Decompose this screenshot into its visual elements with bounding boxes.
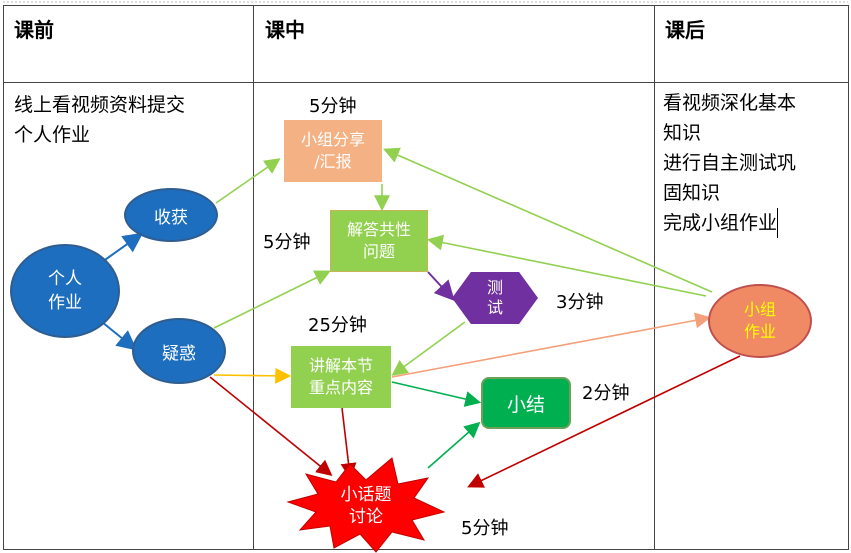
after-description: 看视频深化基本 知识 进行自主测试巩 固知识 完成小组作业 — [663, 88, 796, 238]
node-label: 小结 — [506, 393, 545, 416]
after-line: 固知识 — [663, 182, 721, 204]
table-grid — [3, 5, 849, 550]
node-label: 讨论 — [349, 507, 383, 527]
node-label: 作业 — [48, 293, 82, 313]
node-label: 测 — [486, 278, 503, 297]
arrow-personal-to-doubt — [101, 321, 138, 351]
arrow-doubt-to-discussion — [209, 376, 333, 477]
group-work-node: 小组 作业 — [708, 284, 812, 358]
header-during: 课中 — [265, 18, 305, 42]
before-line: 个人作业 — [14, 124, 91, 146]
arrow-explain-to-discussion — [340, 407, 357, 480]
summary-node: 小结 — [481, 377, 571, 429]
after-line: 看视频深化基本 — [663, 92, 797, 114]
before-line: 线上看视频资料提交 — [14, 94, 186, 116]
duration-answer: 5分钟 — [263, 232, 311, 253]
after-line: 知识 — [663, 122, 702, 144]
node-label: 小组分享 — [300, 130, 365, 149]
arrow-doubt-to-explain — [213, 367, 292, 384]
explain-key-node: 讲解本节 重点内容 — [291, 346, 391, 408]
node-label: 个人 — [48, 269, 82, 289]
arrow-groupwork-to-share — [383, 147, 713, 293]
header-after: 课后 — [665, 18, 705, 42]
arrow-harvest-to-share — [215, 158, 281, 204]
duration-explain: 25分钟 — [308, 315, 367, 336]
discussion-burst-shape — [286, 457, 446, 553]
arrow-explain-to-groupwork — [391, 312, 712, 378]
answer-common-node: 解答共性 问题 — [330, 210, 428, 272]
arrow-answer-to-test — [427, 271, 455, 301]
node-label: 问题 — [362, 242, 395, 261]
test-node: 测 试 — [452, 272, 538, 324]
arrow-discussion-to-summary — [427, 421, 481, 469]
harvest-node: 收获 — [124, 188, 218, 242]
node-label: /汇报 — [314, 152, 352, 171]
node-label: 作业 — [743, 322, 776, 341]
duration-discussion: 5分钟 — [461, 518, 509, 539]
personal-work-node: 个人 作业 — [10, 244, 120, 338]
node-label: 试 — [486, 298, 503, 317]
node-label: 疑惑 — [162, 343, 196, 364]
duration-test: 3分钟 — [556, 292, 604, 313]
arrow-personal-to-harvest — [101, 232, 144, 263]
node-label: 收获 — [154, 207, 188, 228]
node-label: 解答共性 — [346, 220, 411, 239]
node-label: 小组 — [743, 300, 776, 319]
before-description: 线上看视频资料提交 个人作业 — [14, 90, 185, 150]
arrow-test-to-explain — [391, 321, 466, 376]
node-label: 讲解本节 — [308, 356, 373, 375]
arrow-explain-to-summary — [391, 381, 482, 407]
arrow-doubt-to-answer — [213, 270, 331, 329]
node-label: 重点内容 — [308, 378, 373, 397]
arrow-groupwork-to-discussion — [467, 355, 741, 488]
after-line: 完成小组作业 — [663, 208, 779, 238]
doubt-node: 疑惑 — [132, 318, 226, 384]
duration-summary: 2分钟 — [582, 383, 630, 404]
header-before: 课前 — [14, 18, 54, 42]
node-label: 小话题 — [340, 485, 392, 505]
topic-discussion-node: 小话题 讨论 — [326, 484, 406, 528]
duration-share: 5分钟 — [309, 96, 357, 117]
after-line: 进行自主测试巩 — [663, 152, 797, 174]
group-share-node: 小组分享 /汇报 — [284, 120, 382, 182]
arrow-groupwork-to-answer — [426, 234, 707, 297]
